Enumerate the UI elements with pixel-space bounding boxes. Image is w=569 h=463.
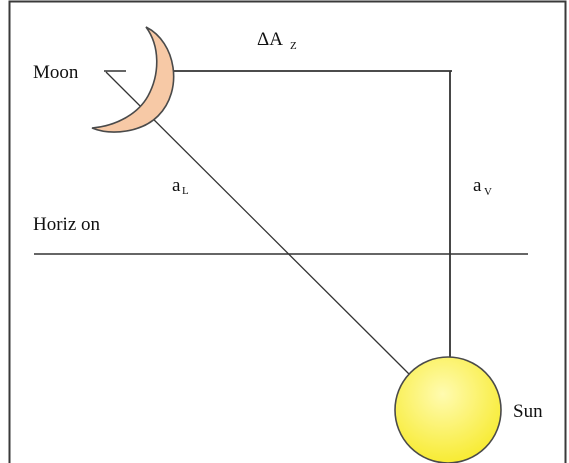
moon-crescent-icon [91,26,175,133]
altitude-vertical-label: a [473,175,482,196]
sun-label: Sun [513,401,543,422]
altitude-lunar-label: a [172,175,181,196]
delta-azimuth-subscript: Z [290,40,297,52]
altitude-vertical-subscript: V [484,186,492,198]
altitude-lunar-subscript: L [182,185,189,197]
sun-icon [394,356,502,463]
moon-label: Moon [33,62,79,83]
diagram-frame [8,0,567,463]
horizon-label: Horiz on [33,214,101,235]
moon-sun-line [105,71,412,377]
delta-azimuth-label: ΔA [257,29,283,50]
